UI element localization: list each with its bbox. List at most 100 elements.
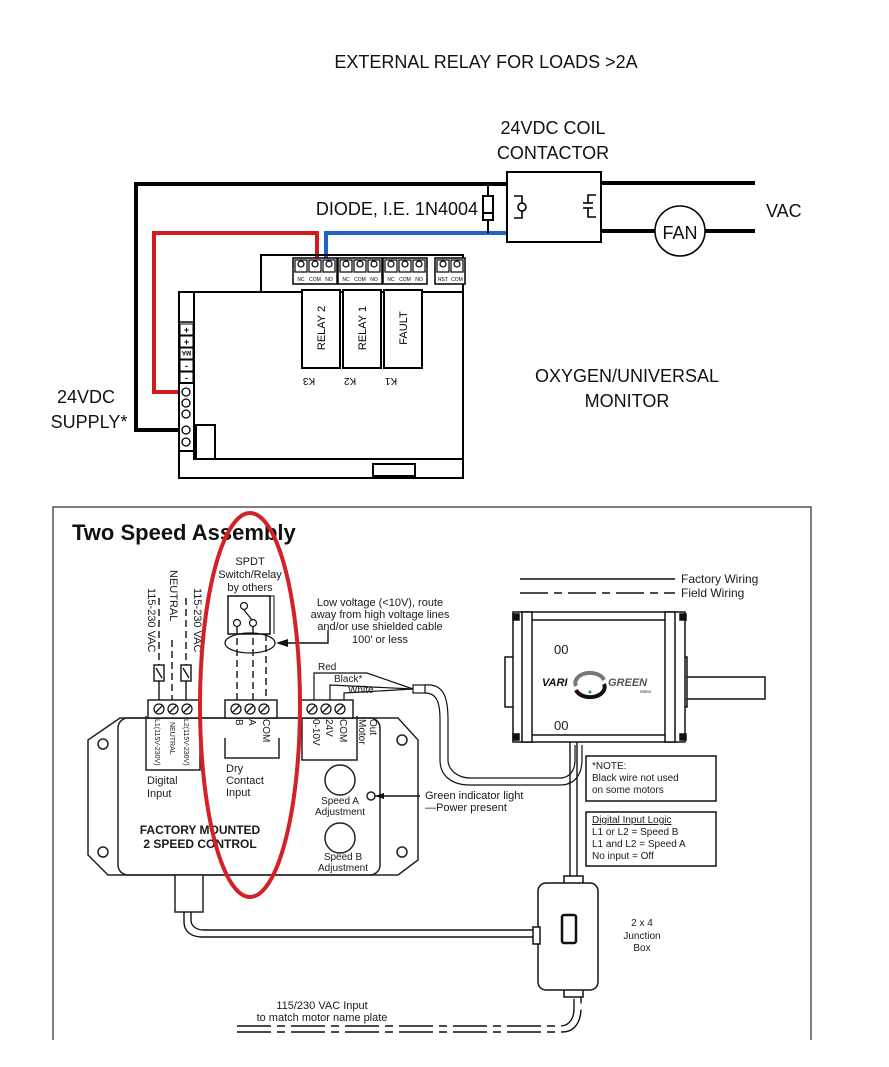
term-a: A: [246, 719, 257, 726]
ma-terminal-label: MA: [181, 349, 191, 355]
top-title: EXTERNAL RELAY FOR LOADS >2A: [334, 52, 637, 72]
coil-icon: [514, 195, 527, 219]
wiring-legend: Factory Wiring Field Wiring: [520, 572, 758, 600]
contactor-label-1: 24VDC COIL: [500, 118, 605, 138]
brand-vari: VARI: [542, 677, 568, 689]
relay-ref: K3: [302, 375, 315, 386]
terminal-label: NC: [387, 277, 395, 283]
dry-contact-label-2: Contact: [226, 775, 264, 787]
speed-control-body: [87, 716, 419, 913]
arrow-icon: [276, 639, 288, 647]
motor-pins-bottom: 00: [554, 718, 568, 733]
vac-label: VAC: [766, 201, 802, 221]
wire-black-label: Black*: [334, 674, 362, 685]
supply-label-2: SUPPLY*: [51, 412, 128, 432]
spdt-switch: SPDT Switch/Relay by others: [218, 556, 282, 700]
term-l1: L1(115V-230V): [153, 719, 160, 766]
blue-wire: [324, 231, 507, 258]
indicator-note-1: Green indicator light: [425, 790, 523, 802]
term-0-10v: 0-10V: [310, 719, 321, 746]
supply-label-1: 24VDC: [57, 387, 115, 407]
note-line-2: Black wire not used: [592, 773, 679, 784]
external-relay-diagram: EXTERNAL RELAY FOR LOADS >2A 24VDC COIL …: [51, 52, 802, 479]
logic-title: Digital Input Logic: [592, 815, 672, 826]
digital-input-label-2: Input: [147, 788, 171, 800]
terminal-label: COM: [354, 277, 366, 283]
control-terminal-blocks: [147, 699, 354, 719]
input-wires: [153, 598, 192, 700]
term-motor-com: COM: [337, 719, 348, 742]
ma-terminal-strip: ++MA--: [178, 321, 195, 384]
control-label-1: FACTORY MOUNTED: [140, 823, 261, 837]
lv-note-3: and/or use shielded cable: [317, 621, 442, 633]
control-label-2: 2 SPEED CONTROL: [143, 837, 256, 851]
logic-line-3: No input = Off: [592, 851, 654, 862]
term-neutral: NEUTRAL: [168, 722, 175, 755]
ma-terminal-label: -: [185, 373, 188, 383]
speed-b-label-1: Speed B: [324, 852, 363, 863]
relay-ref: K1: [384, 375, 397, 386]
terminal-label: COM: [399, 277, 411, 283]
black-supply-wire: [134, 182, 507, 432]
legend-field: Field Wiring: [681, 586, 744, 600]
highlight-ellipse: [198, 511, 302, 899]
terminal-label: COM: [309, 277, 321, 283]
terminal-label: COM: [451, 277, 463, 283]
junction-box: [532, 875, 599, 998]
relay-module: RELAY 2 K3: [301, 289, 341, 386]
dry-contact-label-1: Dry: [226, 763, 244, 775]
term-b: B: [233, 719, 244, 726]
jbox-label-3: Box: [633, 943, 650, 954]
brand-motor: Motor: [640, 689, 652, 694]
assembly-title: Two Speed Assembly: [72, 520, 296, 545]
indicator-arrow-icon: [375, 793, 384, 799]
relay-name: RELAY 2: [316, 306, 328, 350]
diode-label: DIODE, I.E. 1N4004: [316, 199, 478, 219]
brand-green: GREEN: [608, 677, 648, 689]
jbox-label-1: 2 x 4: [631, 918, 653, 929]
vac-input-wires: [237, 997, 582, 1033]
terminal-labels: L1(115V-230V) NEUTRAL L2(115V-230V) B A …: [153, 719, 378, 766]
diode-icon: [482, 184, 494, 233]
l2-vac-label: 115-230 VAC: [191, 588, 203, 652]
screw-terminal-block: [300, 699, 354, 719]
terminal-group: NC COM NO: [292, 257, 338, 285]
low-voltage-note: Low voltage (<10V), route away from high…: [276, 597, 450, 647]
terminal-group: NC COM NO: [382, 257, 428, 285]
supply-terminal-strip: [178, 382, 195, 452]
relay-name: RELAY 1: [357, 306, 369, 350]
relay-ref: K2: [343, 375, 356, 386]
logic-line-1: L1 or L2 = Speed B: [592, 827, 679, 838]
terminal-label: NO: [415, 277, 423, 283]
note-line-3: on some motors: [592, 785, 664, 796]
term-24v: 24V: [323, 719, 334, 737]
spdt-label-2: Switch/Relay: [218, 569, 282, 581]
vac-input-label-2: to match motor name plate: [257, 1012, 388, 1024]
red-wire: [152, 231, 319, 394]
digital-input-label-1: Digital: [147, 775, 178, 787]
terminal-label: NO: [325, 277, 333, 283]
ma-terminal-label: +: [184, 337, 189, 347]
motor-pins-top: 00: [554, 642, 568, 657]
ma-terminal-label: -: [185, 361, 188, 371]
panel-border: [52, 506, 812, 1040]
neutral-label: NEUTRAL: [167, 570, 179, 621]
indicator-note-2: —Power present: [425, 802, 507, 814]
contact-icon: [583, 194, 596, 218]
monitor-label-2: MONITOR: [585, 391, 670, 411]
logo-swirl-icon: [573, 670, 607, 700]
terminal-label: NC: [297, 277, 305, 283]
relay-module: RELAY 1 K2: [342, 289, 382, 386]
note-line-1: *NOTE:: [592, 761, 626, 772]
dry-contact-label-3: Input: [226, 787, 250, 799]
wire-white-label: White: [348, 685, 374, 696]
fan-label: FAN: [662, 223, 697, 243]
screw-terminal-block: [224, 699, 278, 719]
term-l2: L2(115V-230V): [182, 719, 189, 766]
l1-vac-label: 115-230 VAC: [145, 588, 157, 652]
vac-input-label-1: 115/230 VAC Input: [276, 1000, 367, 1012]
